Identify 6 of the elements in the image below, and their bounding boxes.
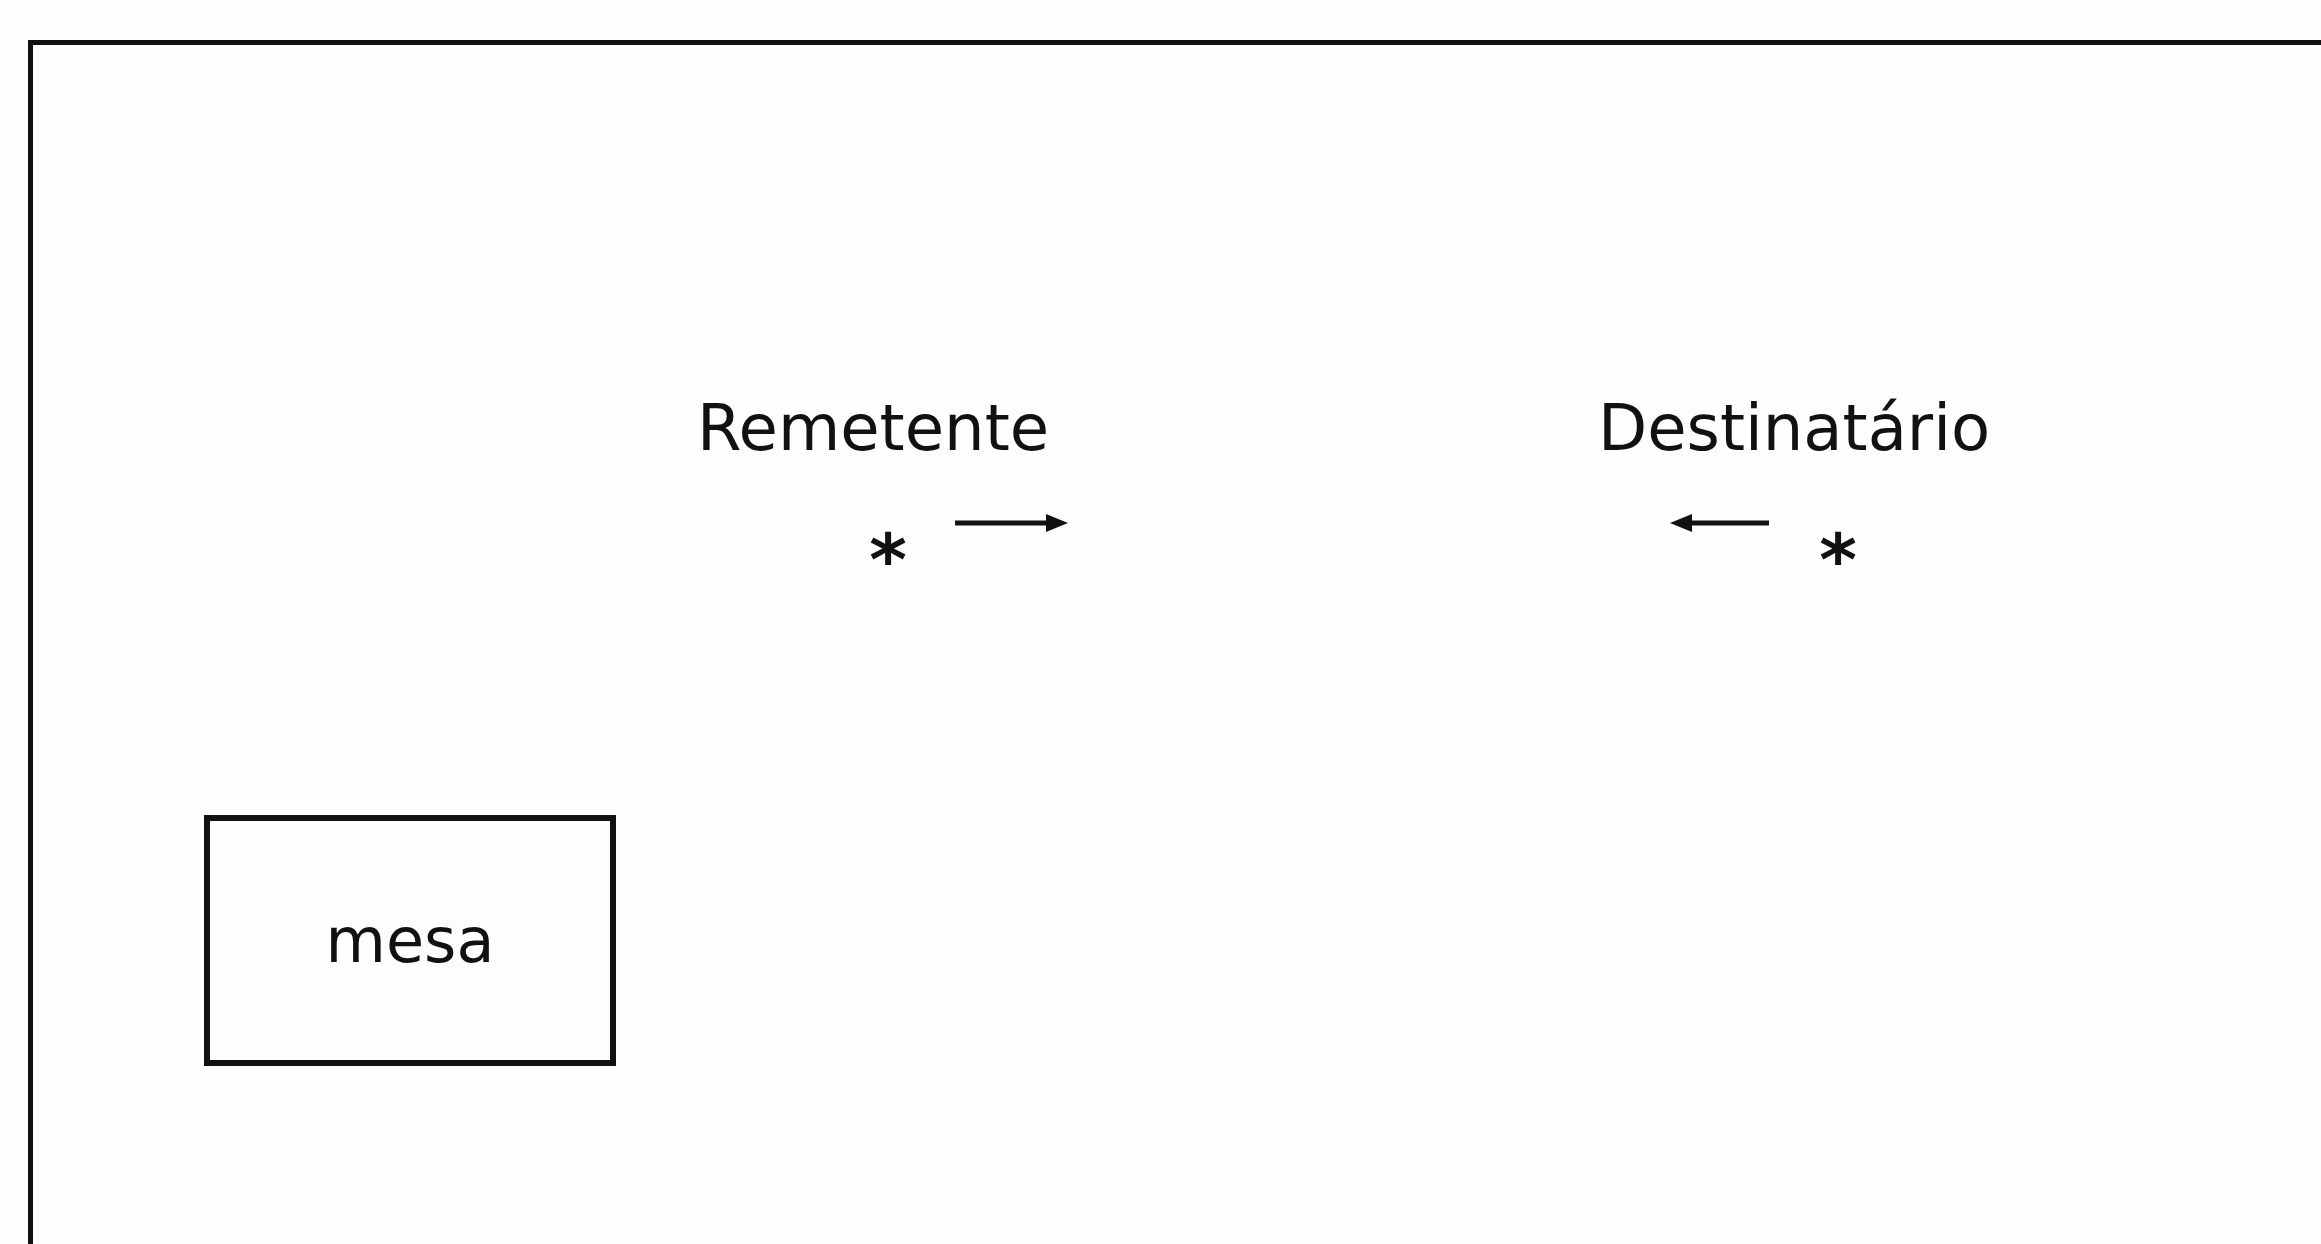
box-label: mesa (325, 904, 495, 977)
role-label: Destinatário (1597, 396, 1991, 460)
role-label: Remetente (696, 396, 1050, 460)
table-box (204, 815, 616, 1066)
position-mark: * (1819, 524, 1857, 596)
position-mark: * (869, 524, 907, 596)
